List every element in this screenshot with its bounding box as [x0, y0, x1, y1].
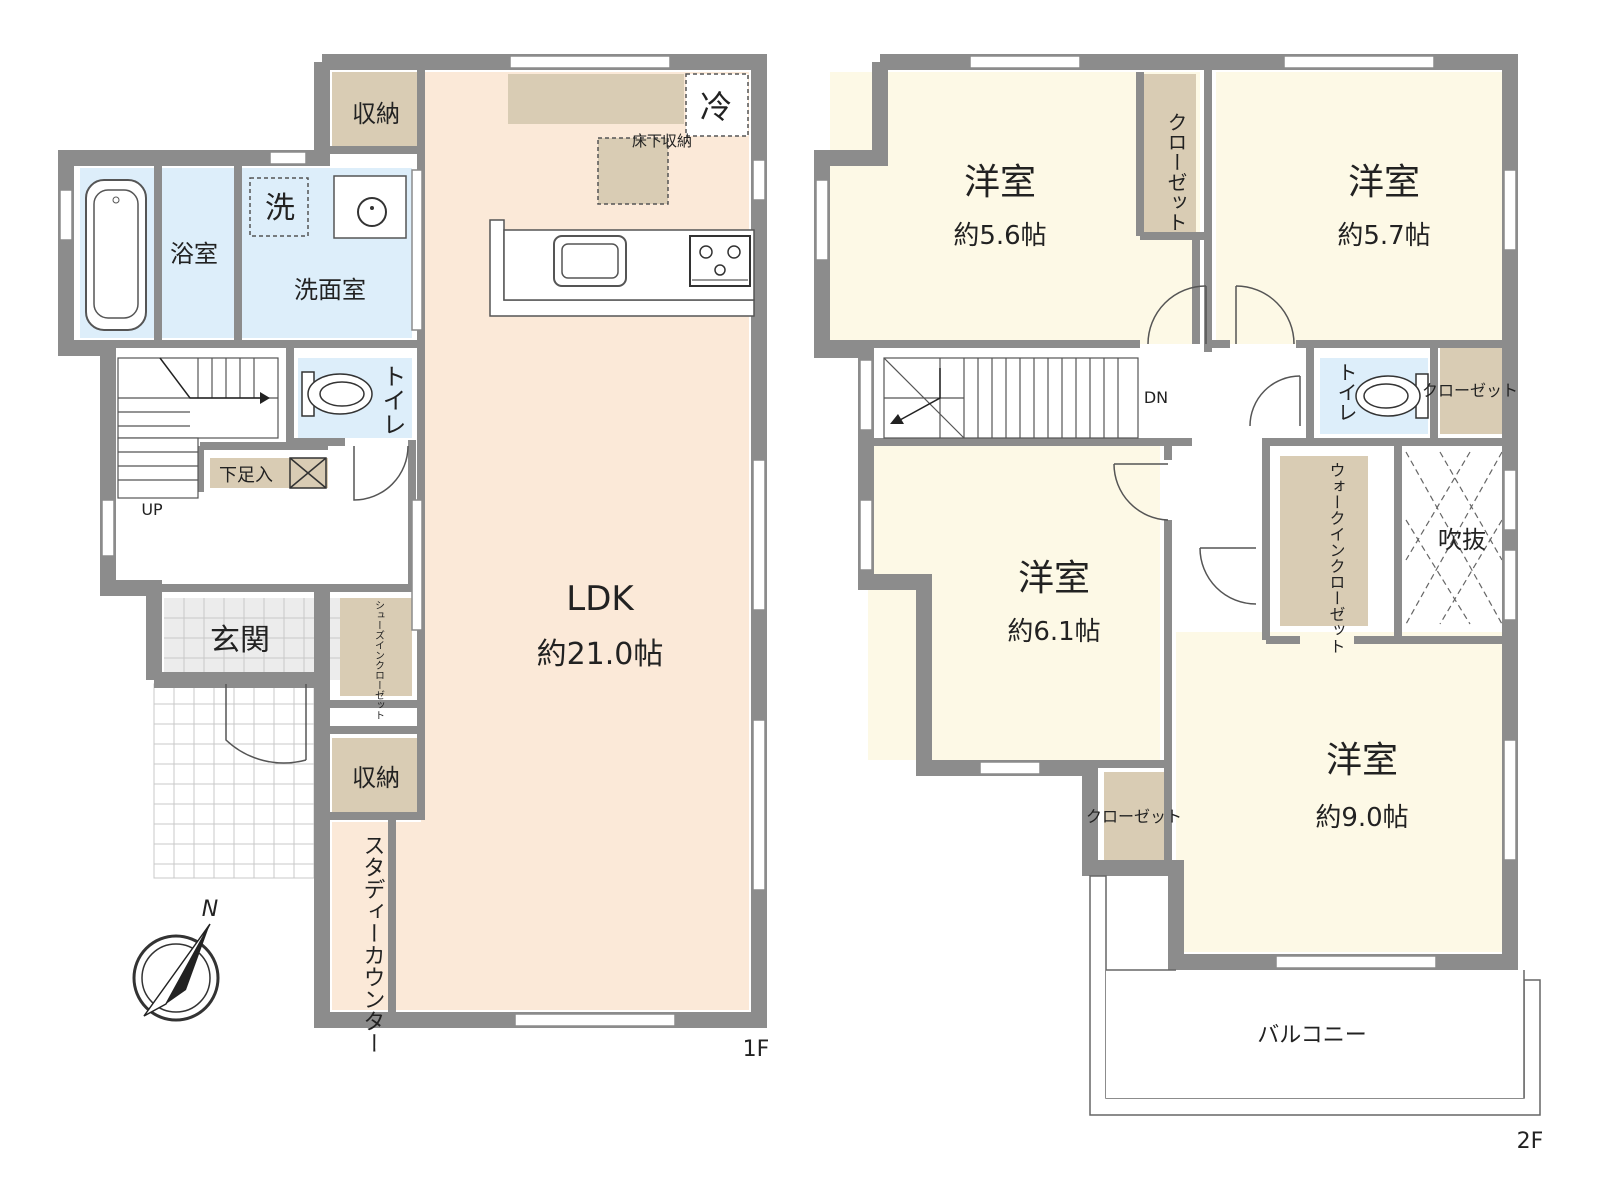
washer-space [249, 177, 309, 237]
atrium-lines [1405, 451, 1503, 625]
shoe-closet-label: シューズインクローゼット [373, 600, 385, 720]
washer-label: 洗 [265, 191, 295, 226]
closet-bottom-label: クローゼット [1086, 807, 1182, 826]
shoe-closet-area [340, 598, 412, 696]
room-w-area [868, 446, 1160, 760]
balcony-label: バルコニー [1257, 1023, 1367, 1048]
sink-icon [333, 175, 407, 239]
storage-top-label: 収納 [352, 100, 400, 128]
toilet-icon [301, 371, 373, 417]
study-counter-area [332, 822, 421, 1010]
closet-top-area [1140, 74, 1196, 236]
stove-icon [689, 235, 751, 287]
bath-area-2 [158, 168, 238, 338]
room-w-name: 洋室 [1018, 558, 1090, 599]
floor-2f [814, 54, 1541, 1116]
kitchen-cupboard [508, 74, 684, 124]
closet-top-label: クローゼット [1164, 112, 1188, 232]
room-nw-size: 約5.6帖 [953, 221, 1046, 251]
storage-bottom-label: 収納 [352, 764, 400, 792]
room-se-area [1176, 632, 1502, 952]
closet-side-area [1440, 348, 1502, 434]
stairs-1f [117, 357, 279, 499]
toilet-2f-label: トイレ [1334, 362, 1358, 422]
fridge-label: 冷 [700, 88, 732, 126]
inner-walls-1f [70, 64, 425, 1016]
windows-2f [815, 55, 1517, 969]
shoe-box-x [289, 457, 327, 489]
closet-bottom-area [1104, 772, 1166, 860]
underfloor-storage-label: 床下収納 [632, 132, 692, 150]
floor-1f [58, 54, 767, 1028]
storage-bottom-area [332, 738, 420, 816]
balcony-area [1106, 970, 1524, 1098]
windows-1f [59, 55, 766, 1027]
room-nw-name: 洋室 [964, 162, 1036, 203]
compass-icon [132, 923, 220, 1022]
doors-2f [1113, 285, 1301, 605]
entrance-label: 玄関 [210, 623, 270, 658]
shoe-box-label: 下足入 [219, 465, 273, 486]
stairs-up-label: UP [141, 500, 163, 519]
walkin-closet-label: ウォークインクローゼット [1327, 462, 1346, 654]
underfloor-storage [597, 137, 669, 205]
kitchen-sink-icon [553, 235, 627, 287]
bathtub-icon [85, 179, 147, 331]
floor1-label: 1F [743, 1037, 770, 1062]
floor2-label: 2F [1517, 1129, 1544, 1154]
closet-side-label: クローゼット [1422, 381, 1518, 400]
washroom-label: 洗面室 [294, 276, 366, 304]
room-w-size: 約6.1帖 [1007, 617, 1100, 647]
inner-walls-2f [826, 66, 1506, 868]
entrance-area [164, 598, 340, 680]
stairs-down-label: DN [1144, 388, 1168, 407]
stairs-2f [883, 357, 1139, 439]
room-se-name: 洋室 [1326, 740, 1398, 781]
toilet-icon [1355, 373, 1429, 419]
toilet-1f-label: トイレ [378, 364, 406, 436]
bath-label: 浴室 [170, 240, 218, 268]
study-counter-label: スタディーカウンター [360, 834, 385, 1054]
room-ne-name: 洋室 [1348, 162, 1420, 203]
ldk-area [421, 72, 749, 1010]
ldk-name: LDK [566, 579, 635, 619]
porch-tiles [154, 684, 318, 878]
doors-1f [225, 445, 409, 764]
atrium-label: 吹抜 [1438, 526, 1486, 554]
compass-north-label: N [202, 897, 218, 922]
ldk-size: 約21.0帖 [537, 637, 664, 672]
room-se-size: 約9.0帖 [1315, 803, 1408, 833]
walkin-closet-area [1280, 456, 1368, 626]
fridge-space [685, 73, 749, 137]
storage-top-area [332, 72, 420, 150]
labels: LDK 約21.0帖 浴室 洗面室 洗 冷 床下収納 収納 収納 トイレ 下足入… [141, 88, 1543, 1154]
room-ne-area [1216, 72, 1502, 344]
porch-area [153, 683, 319, 879]
room-ne-size: 約5.7帖 [1337, 221, 1430, 251]
